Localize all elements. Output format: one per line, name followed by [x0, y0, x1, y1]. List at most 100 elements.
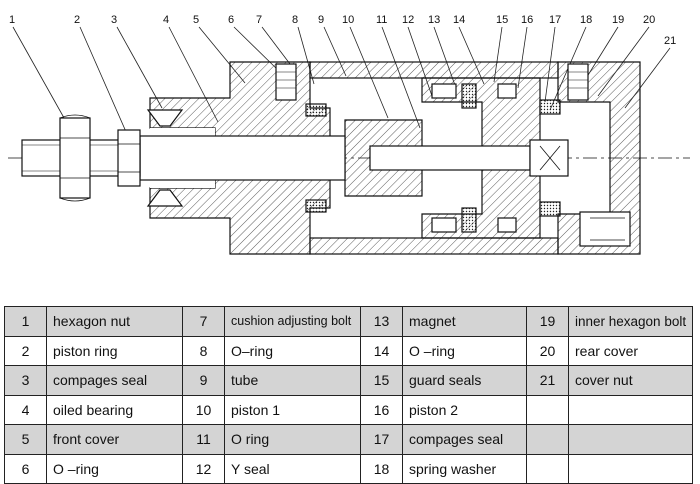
- part-name: Y seal: [224, 453, 361, 484]
- tube-bottom-wall: [309, 237, 559, 255]
- callout-label: 11: [376, 14, 387, 26]
- part-name: piston 1: [224, 394, 361, 425]
- callout-label: 6: [228, 14, 234, 26]
- callout-label: 7: [256, 14, 262, 26]
- part-number: 8: [182, 335, 225, 366]
- part-number: 12: [182, 453, 225, 484]
- hexagon-nut: [59, 117, 91, 199]
- part-name: O ring: [224, 424, 361, 455]
- cushion-adjusting-bolt: [275, 63, 297, 101]
- bolt-head: [529, 139, 569, 177]
- callout-label: 1: [9, 14, 15, 26]
- compages-seal-rear: [539, 201, 561, 217]
- part-number: 18: [360, 453, 403, 484]
- callout-label: 14: [453, 14, 465, 26]
- piston-rod: [139, 135, 346, 181]
- part-name: oiled bearing: [46, 394, 183, 425]
- callout-label: 4: [163, 14, 169, 26]
- part-number: 20: [526, 335, 569, 366]
- guard-seal: [497, 83, 517, 99]
- part-number: 5: [4, 424, 47, 455]
- part-name: cover nut: [568, 365, 693, 396]
- cover-nut: [579, 211, 631, 247]
- rod-end-hex: [117, 129, 141, 187]
- tube-top-wall: [309, 61, 559, 79]
- y-seal: [431, 217, 457, 233]
- part-name: cushion adjusting bolt: [224, 306, 361, 337]
- part-number: 15: [360, 365, 403, 396]
- part-number: 19: [526, 306, 569, 337]
- part-name: piston 2: [402, 394, 527, 425]
- part-number: 17: [360, 424, 403, 455]
- part-name: piston ring: [46, 335, 183, 366]
- callout-labels: 1 2 3 4 5 6 7 8 9 10 11 12 13 14 15 16 1…: [9, 14, 676, 47]
- part-number: 10: [182, 394, 225, 425]
- y-seal: [431, 83, 457, 99]
- magnet: [461, 83, 477, 109]
- part-number: [526, 394, 569, 425]
- part-number: 3: [4, 365, 47, 396]
- callout-label: 5: [193, 14, 199, 26]
- part-name: front cover: [46, 424, 183, 455]
- callout-label: 10: [342, 14, 354, 26]
- compages-seal-front: [146, 109, 184, 127]
- cylinder-cross-section-diagram: 1 2 3 4 5 6 7 8 9 10 11 12 13 14 15 16 1…: [8, 14, 690, 255]
- o-ring: [305, 103, 327, 117]
- o-ring: [305, 199, 327, 213]
- cushion-adjusting-bolt: [567, 63, 589, 101]
- part-number: 1: [4, 306, 47, 337]
- part-number: 21: [526, 365, 569, 396]
- cylinder-body: [8, 61, 690, 255]
- part-number: [526, 453, 569, 484]
- guard-seal: [497, 217, 517, 233]
- callout-label: 19: [612, 14, 624, 26]
- part-name: spring washer: [402, 453, 527, 484]
- part-name: O –ring: [46, 453, 183, 484]
- part-name: hexagon nut: [46, 306, 183, 337]
- part-number: 7: [182, 306, 225, 337]
- part-name: [568, 424, 693, 455]
- callout-label: 13: [428, 14, 440, 26]
- callout-label: 3: [111, 14, 117, 26]
- callout-label: 12: [402, 14, 414, 26]
- callout-label: 17: [549, 14, 561, 26]
- part-number: 9: [182, 365, 225, 396]
- part-number: 14: [360, 335, 403, 366]
- part-name: guard seals: [402, 365, 527, 396]
- part-name: inner hexagon bolt: [568, 306, 693, 337]
- part-name: [568, 453, 693, 484]
- callout-label: 18: [580, 14, 592, 26]
- compages-seal-front: [146, 189, 184, 207]
- part-name: magnet: [402, 306, 527, 337]
- part-name: O –ring: [402, 335, 527, 366]
- part-name: compages seal: [402, 424, 527, 455]
- callout-label: 9: [318, 14, 324, 26]
- part-number: 6: [4, 453, 47, 484]
- callout-label: 16: [521, 14, 533, 26]
- callout-label: 2: [74, 14, 80, 26]
- part-number: 11: [182, 424, 225, 455]
- part-number: 2: [4, 335, 47, 366]
- part-name: O–ring: [224, 335, 361, 366]
- compages-seal-rear: [539, 99, 561, 115]
- callout-label: 15: [496, 14, 508, 26]
- part-name: rear cover: [568, 335, 693, 366]
- part-name: compages seal: [46, 365, 183, 396]
- magnet: [461, 207, 477, 233]
- inner-hexagon-bolt: [369, 145, 531, 171]
- part-number: [526, 424, 569, 455]
- piston-2: [421, 77, 541, 239]
- callout-label: 20: [643, 14, 655, 26]
- part-number: 16: [360, 394, 403, 425]
- callout-label: 8: [292, 14, 298, 26]
- part-number: 4: [4, 394, 47, 425]
- part-number: 13: [360, 306, 403, 337]
